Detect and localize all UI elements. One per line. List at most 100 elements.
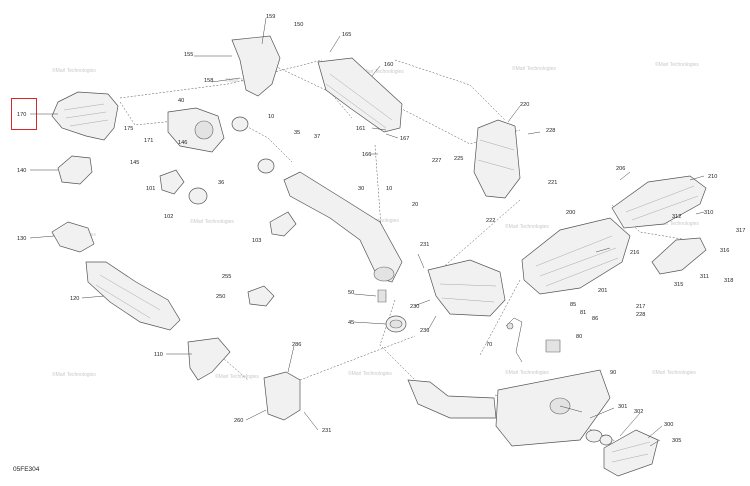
callout-166: 166 [362, 152, 371, 158]
callout-228b: 228 [636, 312, 645, 318]
callout-200: 200 [566, 210, 575, 216]
callout-216: 216 [630, 250, 639, 256]
callout-45: 45 [348, 320, 354, 326]
callout-101: 101 [146, 186, 155, 192]
watermark: ©Marl Technologies [655, 220, 699, 227]
callout-labels: 159 150 155 158 165 160 170 175 171 40 1… [17, 14, 745, 444]
gasket-35 [257, 158, 275, 174]
watermark: ©Marl Technologies [52, 371, 96, 378]
heat-shield-230 [427, 259, 506, 317]
callout-236: 236 [420, 328, 429, 334]
watermark: ©Marl Technologies [505, 369, 549, 376]
callout-228: 228 [546, 128, 555, 134]
callout-30: 30 [358, 186, 364, 192]
callout-302: 302 [634, 409, 643, 415]
callout-310: 310 [704, 210, 713, 216]
bracket-260 [263, 371, 301, 421]
callout-201: 201 [598, 288, 607, 294]
callout-175: 175 [124, 126, 133, 132]
bracket-85 [545, 339, 561, 353]
callout-230: 230 [410, 304, 419, 310]
callout-300: 300 [664, 422, 673, 428]
watermark: ©Marl Technologies [52, 67, 96, 74]
tip-300 [603, 429, 659, 477]
callout-86: 86 [592, 316, 598, 322]
watermark: ©Marl Technologies [215, 373, 259, 380]
bracket-140 [57, 155, 93, 185]
callout-221: 221 [548, 180, 557, 186]
callout-220: 220 [520, 102, 529, 108]
callout-80: 80 [576, 334, 582, 340]
callout-145: 145 [130, 160, 139, 166]
gasket-302 [599, 434, 613, 446]
heat-shield-200 [521, 217, 631, 295]
heat-shield-220 [473, 119, 521, 199]
shield-130 [51, 221, 95, 253]
callout-167: 167 [400, 136, 409, 142]
leader-lines [29, 17, 705, 447]
bracket-250 [247, 285, 275, 307]
callout-120: 120 [70, 296, 79, 302]
callout-305: 305 [672, 438, 681, 444]
callout-35: 35 [294, 130, 300, 136]
bracket-150 [231, 35, 281, 97]
watermark: ©Marl Technologies [655, 61, 699, 68]
bracket-315 [651, 237, 707, 275]
heat-shield-120 [85, 261, 181, 331]
gasket-301 [585, 429, 603, 443]
callout-90: 90 [610, 370, 616, 376]
watermark: ©Marl Technologies [512, 65, 556, 72]
flange-40 [167, 107, 225, 153]
clamp-103 [269, 211, 297, 237]
callout-20: 20 [412, 202, 418, 208]
callout-286: 286 [292, 342, 301, 348]
spring-50 [377, 289, 387, 303]
callout-36: 36 [218, 180, 224, 186]
muffler-90 [495, 369, 611, 447]
callout-85: 85 [570, 302, 576, 308]
callout-70: 70 [486, 342, 492, 348]
heat-shield-160 [317, 57, 403, 133]
gasket-45 [385, 315, 407, 333]
callout-158: 158 [204, 78, 213, 84]
callout-255: 255 [222, 274, 231, 280]
callout-227: 227 [432, 158, 441, 164]
callout-318: 318 [724, 278, 733, 284]
callout-37: 37 [314, 134, 320, 140]
pipe-80 [407, 379, 497, 419]
sensor-70 [505, 317, 523, 363]
callout-311: 311 [700, 274, 709, 280]
callout-161: 161 [356, 126, 365, 132]
callout-231b: 231 [322, 428, 331, 434]
heat-shield-210 [611, 175, 707, 229]
exhaust-pipe-30 [283, 171, 403, 283]
callout-130: 130 [17, 236, 26, 242]
callout-206: 206 [616, 166, 625, 172]
callout-165: 165 [342, 32, 351, 38]
watermark: ©Marl Technologies [360, 68, 404, 75]
callout-10b: 10 [386, 186, 392, 192]
callout-40: 40 [178, 98, 184, 104]
watermark: ©Marl Technologies [652, 369, 696, 376]
watermark: ©Marl Technologies [505, 223, 549, 230]
gasket-10a [231, 116, 249, 132]
watermark: ©Marl Technologies [348, 370, 392, 377]
callout-312: 312 [672, 214, 681, 220]
callout-210: 210 [708, 174, 717, 180]
clamp-101 [159, 169, 185, 195]
callout-103: 103 [252, 238, 261, 244]
callout-155: 155 [184, 52, 193, 58]
bracket-110 [187, 337, 231, 381]
gasket-102 [188, 187, 208, 205]
callout-110: 110 [154, 352, 163, 358]
callout-217: 217 [636, 304, 645, 310]
callout-140: 140 [17, 168, 26, 174]
callout-250: 250 [216, 294, 225, 300]
diagram-code: 05FE304 [13, 466, 40, 473]
watermark: ©Marl Technologies [190, 218, 234, 225]
callout-315: 315 [674, 282, 683, 288]
callout-171: 171 [144, 138, 153, 144]
callout-150: 150 [294, 22, 303, 28]
callout-301: 301 [618, 404, 627, 410]
